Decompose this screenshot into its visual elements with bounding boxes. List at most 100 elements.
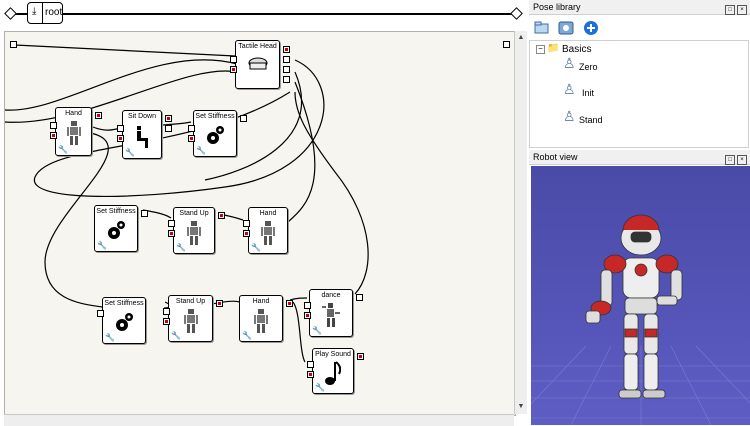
input-port[interactable] — [243, 220, 250, 227]
output-port[interactable] — [283, 46, 290, 53]
box-set-stiffness[interactable]: Set Stiffness 🔧 — [97, 297, 146, 344]
input-port[interactable] — [304, 302, 311, 309]
pose-tree: − 📁 Basics ♙ Zero ♙ Init ♙ Stand — [529, 40, 749, 148]
input-port[interactable] — [188, 125, 195, 132]
output-port[interactable] — [95, 112, 102, 119]
stop-port[interactable] — [230, 66, 237, 73]
robot-figure-icon — [183, 309, 198, 333]
box-sit-down[interactable]: Sit Down 🔧 — [117, 110, 172, 159]
box-hand[interactable]: Hand 🔧 — [243, 207, 288, 254]
box-stand-up[interactable]: Stand Up 🔧 — [168, 207, 225, 254]
box-hand[interactable]: Hand 🔧 — [239, 295, 293, 342]
box-title: Hand — [65, 110, 82, 117]
wrench-icon[interactable]: 🔧 — [97, 241, 107, 250]
robot-pose-icon: ♙ — [563, 55, 576, 71]
box-dance[interactable]: dance 🔧 — [304, 289, 363, 337]
tree-folder-basics[interactable]: Basics — [562, 44, 592, 55]
wrench-icon[interactable]: 🔧 — [171, 331, 181, 340]
box-title: Hand — [259, 210, 277, 217]
output-port[interactable] — [240, 115, 247, 122]
output-port[interactable] — [283, 76, 290, 83]
input-port[interactable] — [117, 125, 124, 132]
stop-port[interactable] — [188, 135, 195, 142]
box-title: dance — [321, 292, 341, 299]
stop-port[interactable] — [304, 312, 311, 319]
input-port[interactable] — [230, 56, 237, 63]
breadcrumb-line-left — [14, 13, 36, 15]
box-set-stiffness[interactable]: Set Stiffness 🔧 — [94, 205, 148, 252]
output-port[interactable] — [165, 115, 172, 122]
output-port[interactable] — [165, 125, 172, 132]
stop-port[interactable] — [168, 230, 175, 237]
save-pose-icon[interactable] — [558, 20, 574, 36]
input-port[interactable] — [50, 122, 57, 129]
input-port[interactable] — [163, 308, 170, 315]
box-title: Set Stiffness — [96, 208, 136, 215]
float-panel-icon[interactable]: □ — [725, 155, 735, 165]
scroll-up-arrow-icon[interactable]: ▲ — [517, 34, 525, 41]
output-port[interactable] — [286, 300, 293, 307]
folder-icon: 📁 — [547, 43, 560, 54]
robot-3d-view[interactable] — [531, 166, 750, 425]
dance-figure-icon — [322, 303, 340, 327]
collapse-toggle-icon[interactable]: − — [536, 45, 545, 54]
breadcrumb-divider — [42, 3, 43, 23]
open-folder-icon[interactable] — [534, 20, 550, 36]
float-panel-icon[interactable]: □ — [725, 5, 735, 15]
output-port[interactable] — [216, 300, 223, 307]
wrench-icon[interactable]: 🔧 — [242, 331, 252, 340]
output-port[interactable] — [356, 294, 363, 301]
pose-toolbar — [529, 16, 750, 40]
box-tactile-head[interactable]: Tactile Head — [230, 40, 290, 89]
output-port-onstopped[interactable] — [503, 41, 510, 48]
scroll-down-arrow-icon[interactable]: ▼ — [517, 403, 525, 410]
stop-port[interactable] — [243, 230, 250, 237]
breadcrumb-line-right — [62, 13, 514, 15]
input-port[interactable] — [168, 220, 175, 227]
output-port[interactable] — [141, 210, 148, 217]
wrench-icon[interactable]: 🔧 — [176, 243, 186, 252]
box-set-stiffness[interactable]: Set Stiffness 🔧 — [188, 110, 247, 157]
wrench-icon[interactable]: 🔧 — [125, 148, 135, 157]
add-pose-icon[interactable] — [583, 20, 599, 36]
stop-port[interactable] — [163, 318, 170, 325]
stop-port[interactable] — [50, 132, 57, 139]
stop-port[interactable] — [307, 371, 314, 378]
wrench-icon[interactable]: 🔧 — [58, 145, 68, 154]
breadcrumb-start-diamond — [4, 7, 17, 20]
breadcrumb-root[interactable]: ⤓ root — [27, 2, 63, 24]
vertical-scrollbar[interactable]: ▲ ▼ — [514, 31, 527, 414]
input-port[interactable] — [307, 361, 314, 368]
panel-controls: □× — [723, 3, 747, 15]
music-note-icon — [325, 361, 341, 385]
wrench-icon[interactable]: 🔧 — [105, 333, 115, 342]
box-hand[interactable]: Hand 🔧 — [50, 107, 102, 156]
robot-figure-icon — [261, 221, 275, 245]
wrench-icon[interactable]: 🔧 — [315, 383, 325, 392]
close-panel-icon[interactable]: × — [737, 5, 747, 15]
box-play-sound[interactable]: Play Sound 🔧 — [307, 348, 364, 394]
box-title: Stand Up — [179, 210, 209, 217]
output-port[interactable] — [218, 212, 225, 219]
breadcrumb-bar: ⤓ root — [0, 0, 528, 28]
input-port[interactable] — [97, 310, 104, 317]
robot-figure-icon — [254, 309, 268, 333]
pose-item-zero[interactable]: Zero — [579, 62, 598, 72]
output-port[interactable] — [283, 66, 290, 73]
behavior-diagram-canvas[interactable]: Tactile Head Hand 🔧 Sit Down 🔧 Set Stiff… — [4, 31, 516, 416]
pose-item-init[interactable]: Init — [582, 88, 595, 98]
wrench-icon[interactable]: 🔧 — [251, 243, 261, 252]
stop-port[interactable] — [117, 135, 124, 142]
output-port[interactable] — [357, 353, 364, 360]
horizontal-scrollbar[interactable] — [4, 414, 514, 426]
box-stand-up[interactable]: Stand Up 🔧 — [163, 295, 223, 342]
close-panel-icon[interactable]: × — [737, 155, 747, 165]
wrench-icon[interactable]: 🔧 — [196, 146, 206, 155]
wrench-icon[interactable]: 🔧 — [312, 326, 322, 335]
output-port[interactable] — [283, 56, 290, 63]
input-port-onstart[interactable] — [10, 41, 17, 48]
box-title: Stand Up — [175, 298, 206, 305]
robot-3d-model — [531, 214, 750, 425]
pose-item-stand[interactable]: Stand — [579, 115, 603, 125]
tactile-head-icon — [248, 57, 267, 70]
